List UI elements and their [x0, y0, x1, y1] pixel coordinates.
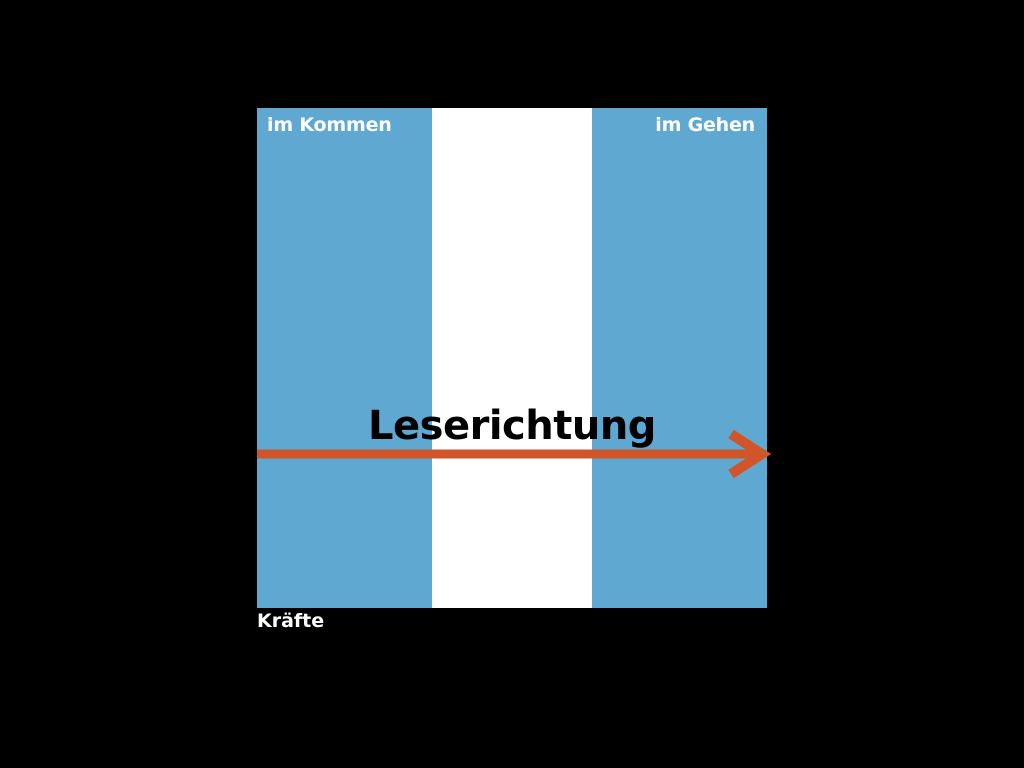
- label-im-gehen: im Gehen: [655, 114, 755, 136]
- band-middle: [432, 108, 592, 608]
- reading-direction-diagram: im Kommen im Gehen Leserichtung: [257, 108, 772, 608]
- band-left: [257, 108, 432, 608]
- arrow-head: [728, 429, 772, 479]
- reading-direction-arrow-icon: [257, 429, 772, 479]
- band-right: [592, 108, 767, 608]
- caption-kraefte: Kräfte: [257, 610, 325, 632]
- label-im-kommen: im Kommen: [267, 114, 392, 136]
- center-title-leserichtung: Leserichtung: [368, 403, 656, 449]
